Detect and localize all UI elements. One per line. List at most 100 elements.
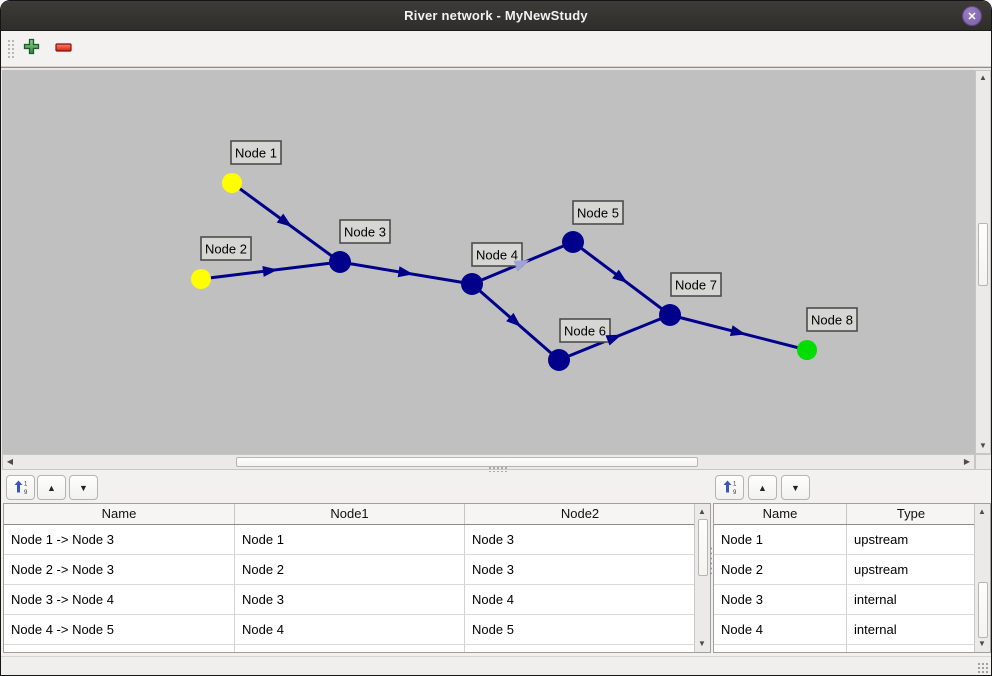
svg-text:1: 1 bbox=[733, 481, 737, 487]
move-up-button[interactable]: ▲ bbox=[748, 475, 777, 500]
move-down-button[interactable]: ▼ bbox=[69, 475, 98, 500]
graph-node[interactable] bbox=[191, 269, 211, 289]
node-label-box bbox=[572, 200, 624, 225]
column-header-node2[interactable]: Node2 bbox=[465, 504, 696, 524]
main-toolbar bbox=[1, 31, 991, 67]
column-header-name[interactable]: Name bbox=[4, 504, 235, 524]
scroll-down-icon[interactable]: ▼ bbox=[979, 441, 987, 450]
edge-arrow-icon bbox=[506, 312, 522, 327]
table-row[interactable]: Node 2 -> Node 3 Node 2 Node 3 bbox=[4, 555, 710, 585]
cell-type: internal bbox=[847, 585, 976, 614]
table-row[interactable]: Node 1 -> Node 3 Node 1 Node 3 bbox=[4, 525, 710, 555]
scroll-down-icon[interactable]: ▼ bbox=[698, 639, 706, 648]
sort-ascending-icon: 1 9 bbox=[13, 479, 29, 497]
table-scroll-thumb[interactable] bbox=[698, 519, 708, 576]
graph-node[interactable] bbox=[222, 173, 242, 193]
node-label: Node 1 bbox=[235, 146, 277, 161]
table-row[interactable]: Node 3 internal bbox=[714, 585, 990, 615]
table-row[interactable]: Node 1 upstream bbox=[714, 525, 990, 555]
move-down-button[interactable]: ▼ bbox=[781, 475, 810, 500]
node-label: Node 8 bbox=[811, 313, 853, 328]
cell-name: Node 4 -> Node 5 bbox=[4, 615, 235, 644]
table-vertical-scrollbar[interactable]: ▲ ▼ bbox=[974, 504, 990, 652]
cell-name: Node 3 -> Node 4 bbox=[4, 585, 235, 614]
cell-type: internal bbox=[847, 615, 976, 644]
nodes-toolbar: 1 9 ▲ ▼ bbox=[711, 472, 991, 503]
scroll-left-icon[interactable]: ◀ bbox=[6, 457, 14, 466]
sort-button[interactable]: 1 9 bbox=[715, 475, 744, 500]
edge-arrow-icon bbox=[513, 260, 530, 271]
scroll-up-icon[interactable]: ▲ bbox=[978, 507, 986, 516]
node-label: Node 7 bbox=[675, 278, 717, 293]
table-row[interactable]: Node 3 -> Node 4 Node 3 Node 4 bbox=[4, 585, 710, 615]
cell-node1: Node 3 bbox=[235, 585, 465, 614]
node-label-box bbox=[200, 236, 252, 261]
canvas-vertical-scrollbar[interactable]: ▲ ▼ bbox=[975, 70, 991, 454]
column-header-node1[interactable]: Node1 bbox=[235, 504, 465, 524]
up-triangle-icon: ▲ bbox=[758, 482, 767, 493]
column-header-name[interactable]: Name bbox=[714, 504, 847, 524]
scroll-up-icon[interactable]: ▲ bbox=[698, 507, 706, 516]
down-triangle-icon: ▼ bbox=[79, 482, 88, 493]
edge-arrow-icon bbox=[262, 266, 278, 277]
splitter-grip-icon bbox=[488, 466, 508, 472]
graph-node[interactable] bbox=[548, 349, 570, 371]
reaches-table: Name Node1 Node2 Node 1 -> Node 3 Node 1… bbox=[3, 503, 711, 653]
add-button[interactable] bbox=[20, 38, 42, 60]
svg-text:9: 9 bbox=[733, 490, 737, 495]
graph-node[interactable] bbox=[461, 273, 483, 295]
edge-arrow-icon bbox=[612, 269, 628, 283]
sort-button[interactable]: 1 9 bbox=[6, 475, 35, 500]
cell-name: Node 1 bbox=[714, 525, 847, 554]
table-header-row: Name Node1 Node2 bbox=[4, 504, 710, 525]
node-label-box bbox=[471, 242, 523, 267]
table-vertical-scrollbar[interactable]: ▲ ▼ bbox=[694, 504, 710, 652]
cell-node1: Node 1 bbox=[235, 525, 465, 554]
resize-grip[interactable] bbox=[976, 661, 989, 674]
svg-text:9: 9 bbox=[24, 490, 28, 495]
node-label: Node 2 bbox=[205, 242, 247, 257]
table-scroll-thumb[interactable] bbox=[978, 582, 988, 638]
title-bar[interactable]: River network - MyNewStudy ✕ bbox=[1, 1, 991, 31]
graph-node[interactable] bbox=[659, 304, 681, 326]
graph-node[interactable] bbox=[797, 340, 817, 360]
cell-node2: Node 4 bbox=[465, 585, 696, 614]
horizontal-splitter[interactable] bbox=[1, 466, 991, 472]
scroll-up-icon[interactable]: ▲ bbox=[979, 73, 987, 82]
move-up-button[interactable]: ▲ bbox=[37, 475, 66, 500]
graph-node[interactable] bbox=[329, 251, 351, 273]
cell-name: Node 2 bbox=[714, 555, 847, 584]
node-label: Node 3 bbox=[344, 225, 386, 240]
close-icon: ✕ bbox=[967, 10, 977, 23]
table-row[interactable]: Node 2 upstream bbox=[714, 555, 990, 585]
toolbar-drag-handle[interactable] bbox=[7, 39, 15, 59]
cell-node2: Node 3 bbox=[465, 555, 696, 584]
graph-node[interactable] bbox=[562, 231, 584, 253]
scroll-right-icon[interactable]: ▶ bbox=[963, 457, 971, 466]
canvas-hscroll-thumb[interactable] bbox=[236, 457, 698, 467]
remove-button[interactable] bbox=[52, 38, 74, 60]
sort-ascending-icon: 1 9 bbox=[722, 479, 738, 497]
table-row[interactable]: Node 4 -> Node 5 Node 4 Node 5 bbox=[4, 615, 710, 645]
edge-arrow-icon bbox=[397, 266, 414, 278]
window-title: River network - MyNewStudy bbox=[404, 8, 588, 23]
scroll-down-icon[interactable]: ▼ bbox=[978, 639, 986, 648]
cell-name: Node 4 bbox=[714, 615, 847, 644]
table-row[interactable]: Node 4 internal bbox=[714, 615, 990, 645]
column-header-type[interactable]: Type bbox=[847, 504, 976, 524]
node-label: Node 5 bbox=[577, 206, 619, 221]
status-bar bbox=[1, 656, 991, 675]
canvas-vscroll-thumb[interactable] bbox=[978, 223, 988, 286]
vertical-splitter[interactable] bbox=[709, 546, 714, 574]
nodes-table: Name Type Node 1 upstream Node 2 upstrea… bbox=[713, 503, 991, 653]
node-label-box bbox=[559, 318, 611, 343]
cell-name: Node 3 bbox=[714, 585, 847, 614]
node-label-box bbox=[339, 219, 391, 244]
down-triangle-icon: ▼ bbox=[791, 482, 800, 493]
cell-node2: Node 3 bbox=[465, 525, 696, 554]
close-button[interactable]: ✕ bbox=[962, 6, 982, 26]
